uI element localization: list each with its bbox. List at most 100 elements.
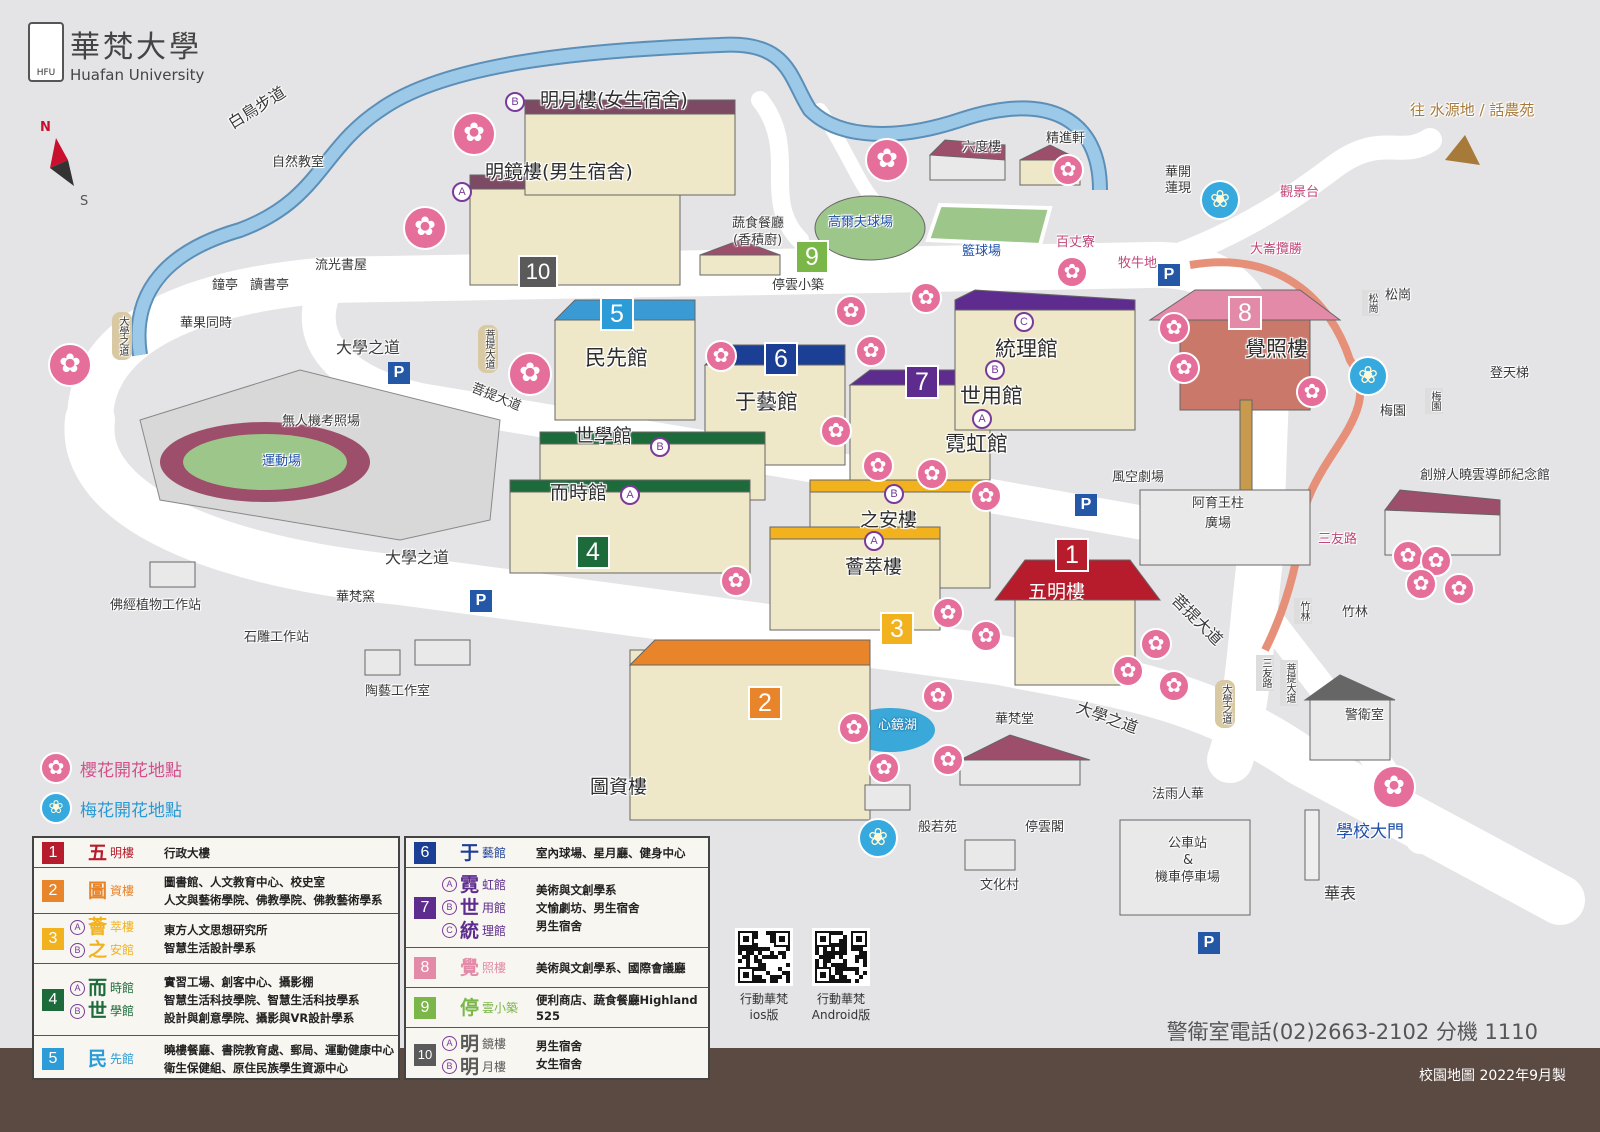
label-nature-classroom: 自然教室 bbox=[272, 155, 325, 170]
legend-description: 美術與文創學系文愉劇坊、男生宿舍男生宿舍 bbox=[536, 882, 708, 934]
app-android-line2: Android版 bbox=[811, 1007, 871, 1022]
legend-description-line: 男生宿舍 bbox=[536, 918, 582, 933]
label-drone-test-site: 無人機考照場 bbox=[282, 414, 361, 429]
legend-plum-label: 梅花開花地點 bbox=[80, 800, 182, 821]
parking-icon: P bbox=[1075, 494, 1097, 516]
label-sports-field: 運動場 bbox=[262, 454, 302, 469]
legend-letter-mark: A bbox=[442, 877, 457, 892]
legend-description: 室內球場、星月廳、健身中心 bbox=[536, 845, 708, 861]
label-library-building: 圖資樓 bbox=[590, 776, 648, 798]
legend-description-line: 實習工場、創客中心、攝影棚 bbox=[164, 974, 314, 989]
building-number-7[interactable]: 7 bbox=[905, 365, 939, 399]
sakura-marker-icon: ✿ bbox=[922, 680, 954, 712]
label-huafan-kiln: 華梵窯 bbox=[336, 590, 376, 605]
parking-icon: P bbox=[388, 362, 410, 384]
legend-name-big: 停 bbox=[460, 996, 480, 1019]
label-tingyun-cottage: 停雲小築 bbox=[772, 278, 825, 293]
label-yuyi-hall: 于藝館 bbox=[735, 390, 798, 414]
sakura-marker-icon: ✿ bbox=[403, 206, 447, 250]
plum-marker-icon: ❀ bbox=[1200, 180, 1240, 220]
qr-code-android[interactable] bbox=[812, 928, 870, 986]
legend-description: 曉樓餐廳、書院教育處、郵局、運動健康中心衛生保健組、原住民族學生資源中心 bbox=[164, 1042, 398, 1076]
legend-name-big: 明 bbox=[460, 1055, 480, 1078]
legend-building-names: 停雲小築 bbox=[436, 998, 536, 1018]
label-sanyou-road: 三友路 bbox=[1318, 532, 1358, 547]
legend-number-badge: 10 bbox=[414, 1044, 436, 1066]
label-bus-stop: 公車站 bbox=[1168, 836, 1208, 851]
legend-description-line: 衛生保健組、原住民族學生資源中心 bbox=[164, 1061, 348, 1075]
legend-description: 東方人文思想研究所智慧生活設計學系 bbox=[164, 922, 398, 956]
label-liuguang-house: 流光書屋 bbox=[315, 258, 368, 273]
legend-plum: ❀ 梅花開花地點 bbox=[40, 792, 182, 824]
building-number-5[interactable]: 5 bbox=[600, 297, 634, 331]
sakura-marker-icon: ✿ bbox=[838, 712, 870, 744]
label-banruo-garden: 般若苑 bbox=[918, 820, 958, 835]
legend-name-big: 民 bbox=[88, 1048, 108, 1070]
legend-name-small: 學館 bbox=[110, 1004, 135, 1018]
building-number-4[interactable]: 4 bbox=[576, 535, 610, 569]
sakura-marker-icon: ✿ bbox=[932, 744, 964, 776]
marker-a-ershi: A bbox=[620, 485, 640, 505]
sakura-marker-icon: ✿ bbox=[855, 335, 887, 367]
legend-name-big: 于 bbox=[460, 841, 480, 864]
legend-name-big: 明 bbox=[460, 1032, 480, 1055]
qr-code-ios[interactable] bbox=[735, 928, 793, 986]
label-huafan-hall: 華梵堂 bbox=[995, 712, 1035, 727]
sakura-marker-icon: ✿ bbox=[1296, 376, 1328, 408]
legend-name-small: 時館 bbox=[110, 981, 135, 995]
app-android-line1: 行動華梵 bbox=[816, 992, 865, 1006]
legend-name-big: 五 bbox=[88, 841, 108, 864]
legend-name-small: 藝館 bbox=[482, 845, 507, 860]
building-number-2[interactable]: 2 bbox=[748, 686, 782, 720]
legend-letter-mark: B bbox=[70, 942, 85, 958]
legend-description: 圖書館、人文教育中心、校史室人文與藝術學院、佛教學院、佛教藝術學系 bbox=[164, 874, 398, 908]
stone-plum-garden: 梅園 bbox=[1425, 388, 1443, 414]
legend-description-line: 女生宿舍 bbox=[536, 1057, 582, 1071]
legend-name-small: 明樓 bbox=[110, 845, 135, 860]
stone-university-road: 大學之道 bbox=[112, 312, 132, 360]
legend-building-name: 五明樓 bbox=[70, 843, 164, 863]
legend-building-name: 圖資樓 bbox=[70, 881, 164, 901]
building-number-9[interactable]: 9 bbox=[795, 240, 829, 274]
legend-sakura: ✿ 櫻花開花地點 bbox=[40, 752, 182, 784]
legend-description-line: 室內球場、星月廳、健身中心 bbox=[536, 845, 686, 860]
parking-icon: P bbox=[1198, 932, 1220, 954]
buildings bbox=[149, 99, 1501, 916]
label-dengtian-stairs: 登天梯 bbox=[1490, 366, 1530, 381]
marker-b-mingyue: B bbox=[505, 92, 525, 112]
stone-songgang: 松崗 bbox=[1362, 290, 1380, 316]
legend-description-line: 設計與創意學院、攝影與VR設計學系 bbox=[164, 1010, 355, 1025]
legend-number-badge: 8 bbox=[414, 956, 436, 979]
legend-name-small: 理館 bbox=[482, 923, 507, 938]
label-culture-village: 文化村 bbox=[980, 878, 1020, 893]
legend-number-badge: 6 bbox=[414, 841, 436, 864]
building-number-1[interactable]: 1 bbox=[1055, 538, 1089, 572]
sakura-marker-icon: ✿ bbox=[970, 620, 1002, 652]
building-number-6[interactable]: 6 bbox=[764, 342, 798, 376]
label-reading-pavilion: 讀書亭 bbox=[250, 278, 290, 293]
parking-icon: P bbox=[1158, 264, 1180, 286]
sakura-marker-icon: ✿ bbox=[1392, 540, 1424, 572]
label-golf-course: 高爾夫球場 bbox=[828, 215, 894, 230]
building-number-10[interactable]: 10 bbox=[518, 255, 558, 289]
legend-sakura-label: 櫻花開花地點 bbox=[80, 760, 182, 781]
legend-description: 美術與文創學系、國際會議廳 bbox=[536, 960, 708, 976]
legend-name-big: 覺 bbox=[460, 956, 480, 979]
legend-name-big: 而 bbox=[88, 977, 108, 999]
legend-description-line: 曉樓餐廳、書院教育處、郵局、運動健康中心 bbox=[164, 1043, 394, 1057]
sakura-marker-icon: ✿ bbox=[508, 352, 552, 396]
building-number-3[interactable]: 3 bbox=[880, 612, 914, 646]
label-tongli-hall: 統理館 bbox=[995, 337, 1058, 361]
label-main-gate: 學校大門 bbox=[1336, 822, 1404, 842]
label-guard-room: 警衛室 bbox=[1345, 708, 1385, 723]
legend-number-badge: 5 bbox=[42, 1048, 64, 1070]
building-number-8[interactable]: 8 bbox=[1228, 296, 1262, 330]
label-bell-pavilion: 鐘亭 bbox=[212, 278, 239, 293]
